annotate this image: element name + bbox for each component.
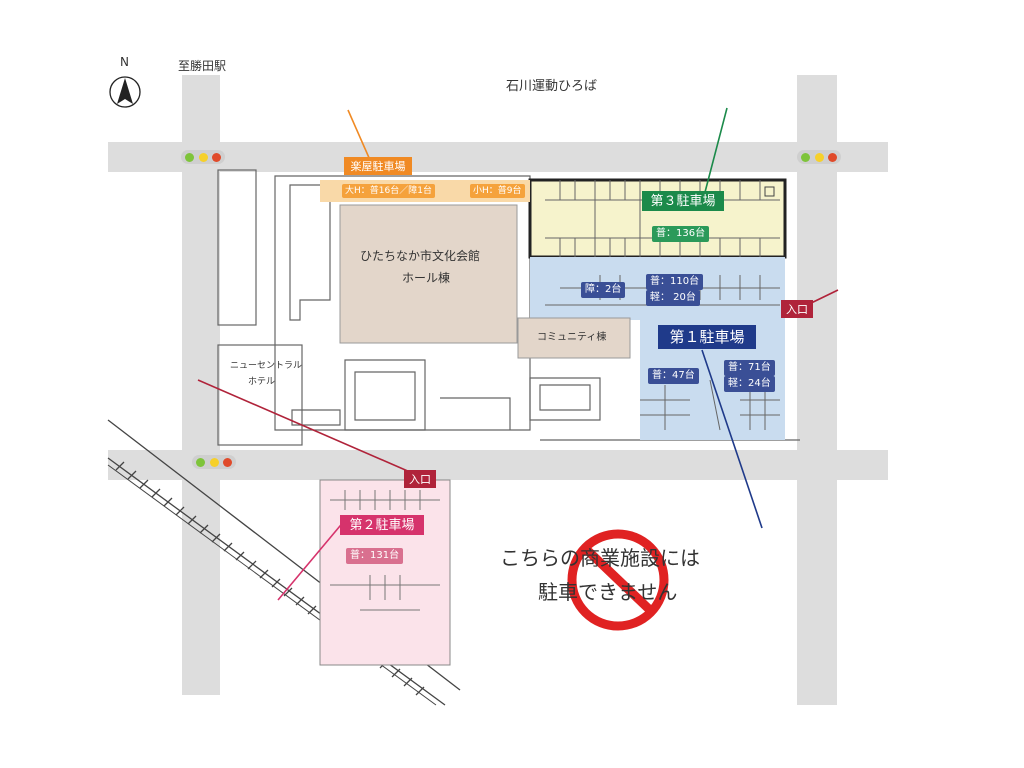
rakuya-small-count: 小H：普9台 xyxy=(470,184,525,198)
hall-subname: ホール棟 xyxy=(402,271,451,285)
notice-line2: 駐車できません xyxy=(538,580,678,604)
lot1-right-count: 普：71台 xyxy=(724,360,775,376)
lot1-handicap-count: 障：2台 xyxy=(581,282,626,298)
lot1-label: 第１駐車場 xyxy=(658,325,756,349)
lot1-upper-kei-count: 軽： 20台 xyxy=(646,290,700,306)
rakuya-large-count: 大H：普16台／障1台 xyxy=(342,184,435,198)
hall-name: ひたちなか市文化会館 xyxy=(360,249,481,263)
lot3-count: 普：136台 xyxy=(652,226,710,242)
hotel-label-2: ホテル xyxy=(248,377,276,387)
north-arrow-icon xyxy=(109,76,141,108)
parking-lot2-area xyxy=(319,479,451,666)
compass-label: N xyxy=(120,55,129,69)
lot3-label: 第３駐車場 xyxy=(642,191,724,211)
traffic-light-icon xyxy=(797,150,841,164)
lot1-left-count: 普：47台 xyxy=(648,368,699,384)
park-label: 石川運動ひろば xyxy=(506,79,598,94)
traffic-light-icon xyxy=(192,455,236,469)
lot2-count: 普：131台 xyxy=(346,548,404,564)
traffic-light-icon xyxy=(181,150,225,164)
station-label: 至勝田駅 xyxy=(178,59,227,73)
lot1-right-kei-count: 軽：24台 xyxy=(724,376,775,392)
leader-lines xyxy=(197,107,839,601)
hotel-label: ニューセントラル xyxy=(230,361,303,371)
hall-building xyxy=(339,204,518,344)
community-building xyxy=(517,317,631,359)
notice-line1: こちらの商業施設には xyxy=(500,546,700,570)
entrance-south-label: 入口 xyxy=(404,470,436,488)
entrance-east-label: 入口 xyxy=(781,300,813,318)
lot1-upper-count: 普：110台 xyxy=(646,274,704,290)
hotel-block xyxy=(217,169,303,446)
community-label: コミュニティ棟 xyxy=(537,332,607,343)
lot2-label: 第２駐車場 xyxy=(340,515,424,535)
no-parking-icon xyxy=(567,529,669,631)
roads xyxy=(108,75,888,705)
rakuya-parking-label: 楽屋駐車場 xyxy=(344,157,412,175)
